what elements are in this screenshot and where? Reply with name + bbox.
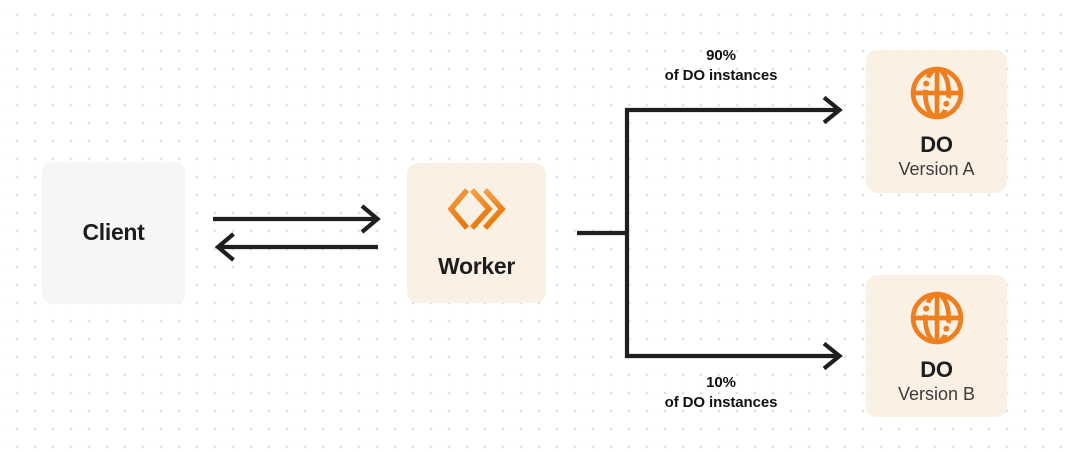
cloudflare-workers-icon [447, 188, 506, 231]
do-a-subtitle: Version A [898, 159, 975, 179]
do-a-title: DO [920, 132, 953, 157]
worker-node: Worker [407, 163, 546, 303]
branch-percent-10: 10% [706, 374, 736, 391]
durable-object-globe-icon [910, 291, 963, 344]
do-b-subtitle: Version B [897, 383, 976, 404]
worker-label: Worker [437, 253, 516, 280]
branch-caption-90: of DO instances [664, 67, 778, 84]
do-version-b-node: DO Version B [866, 275, 1007, 417]
branch-label-10: 10% of DO instances [631, 373, 811, 413]
connector-branch-trunk [624, 107, 836, 359]
branch-label-90: 90% of DO instances [631, 46, 811, 86]
arrowhead-branch-top [822, 95, 843, 125]
do-version-a-node: DO Version A [866, 50, 1007, 193]
arrow-worker-to-client [214, 232, 378, 262]
branch-caption-10: of DO instances [664, 394, 778, 411]
client-node: Client [42, 162, 185, 304]
arrow-client-to-worker [213, 204, 381, 234]
do-b-title: DO [920, 356, 953, 382]
durable-object-globe-icon [910, 66, 963, 120]
arrowhead-branch-bottom [822, 341, 843, 371]
branch-percent-90: 90% [706, 47, 736, 64]
client-label: Client [82, 219, 145, 246]
